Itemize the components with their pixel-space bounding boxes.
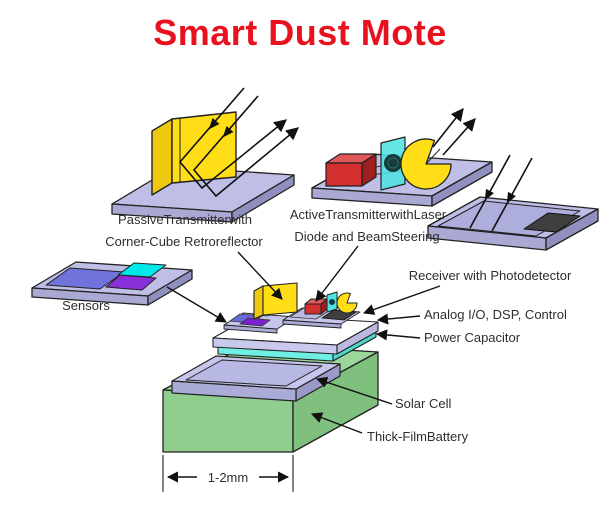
sensors-label: Sensors: [62, 298, 110, 313]
analog-label: Analog I/O, DSP, Control: [424, 307, 567, 322]
laser-diode-front-face: [325, 162, 363, 187]
leader-battery: [310, 412, 363, 434]
steered-beam-2: [442, 118, 476, 156]
retro-beam-2-arrowhead: [222, 126, 234, 138]
receiver-label: Receiver with Photodetector: [409, 268, 572, 283]
passive-transmitter: [111, 87, 299, 223]
mote-stack: [162, 282, 379, 453]
mini-lens-dot: [329, 299, 335, 305]
passive-label-line2: Corner-Cube Retroreflector: [105, 234, 263, 249]
sensors-platform-right: [147, 269, 193, 306]
leader-passive-to-mote: [237, 251, 283, 300]
active-transmitter: [311, 107, 493, 207]
leader-capacitor: [375, 329, 421, 341]
dimension-annotation: 1-2mm: [162, 455, 294, 492]
corner-cube-left-face: [151, 118, 173, 196]
receiver-platform-right: [545, 208, 599, 251]
battery-right-face: [292, 351, 379, 453]
text-labels: PassiveTransmitterwith Corner-Cube Retro…: [62, 207, 572, 444]
solar-label: Solar Cell: [395, 396, 451, 411]
fresnel-lens: [384, 154, 402, 172]
mini-sensor-purple: [239, 317, 271, 327]
leader-solar: [315, 376, 393, 405]
mini-corner-cube-front-face: [262, 282, 298, 316]
solar-cell-inner-panel: [185, 359, 323, 387]
sensor-chip-purple: [105, 274, 157, 291]
retro-beam-1-arrowhead: [208, 118, 220, 130]
mini-mirror: [336, 292, 358, 314]
leader-sensors-to-mote: [166, 286, 227, 323]
passive-label-line1: PassiveTransmitterwith: [118, 212, 252, 227]
leader-receiver-to-mote: [362, 285, 441, 315]
leader-analog: [376, 313, 421, 325]
steered-beam-1: [432, 107, 464, 148]
mirror-fold-line: [425, 148, 441, 165]
active-platform-right: [431, 161, 493, 207]
active-label-line2: Diode and BeamSteering: [294, 229, 439, 244]
sensors-module: [31, 261, 193, 306]
dimension-label: 1-2mm: [208, 470, 248, 485]
page-title: Smart Dust Mote: [153, 12, 447, 53]
mini-laser-front-face: [304, 303, 322, 315]
receiver: [427, 154, 599, 251]
mini-corner-cube-left-face: [253, 285, 264, 320]
corner-cube-front-face: [171, 111, 237, 184]
passive-platform-right: [231, 174, 295, 223]
capacitor-label: Power Capacitor: [424, 330, 521, 345]
battery-label: Thick-FilmBattery: [367, 429, 469, 444]
incoming-beam-1-arrowhead: [484, 188, 494, 201]
beam-steering-mirror: [400, 138, 452, 190]
fresnel-lens-ring: [387, 157, 399, 169]
incoming-beam-2-arrowhead: [506, 191, 516, 204]
leader-lines: [166, 245, 441, 434]
leader-active-to-mote: [315, 245, 359, 302]
active-label-line1: ActiveTransmitterwithLaser: [290, 207, 447, 222]
photodetector: [523, 212, 581, 233]
